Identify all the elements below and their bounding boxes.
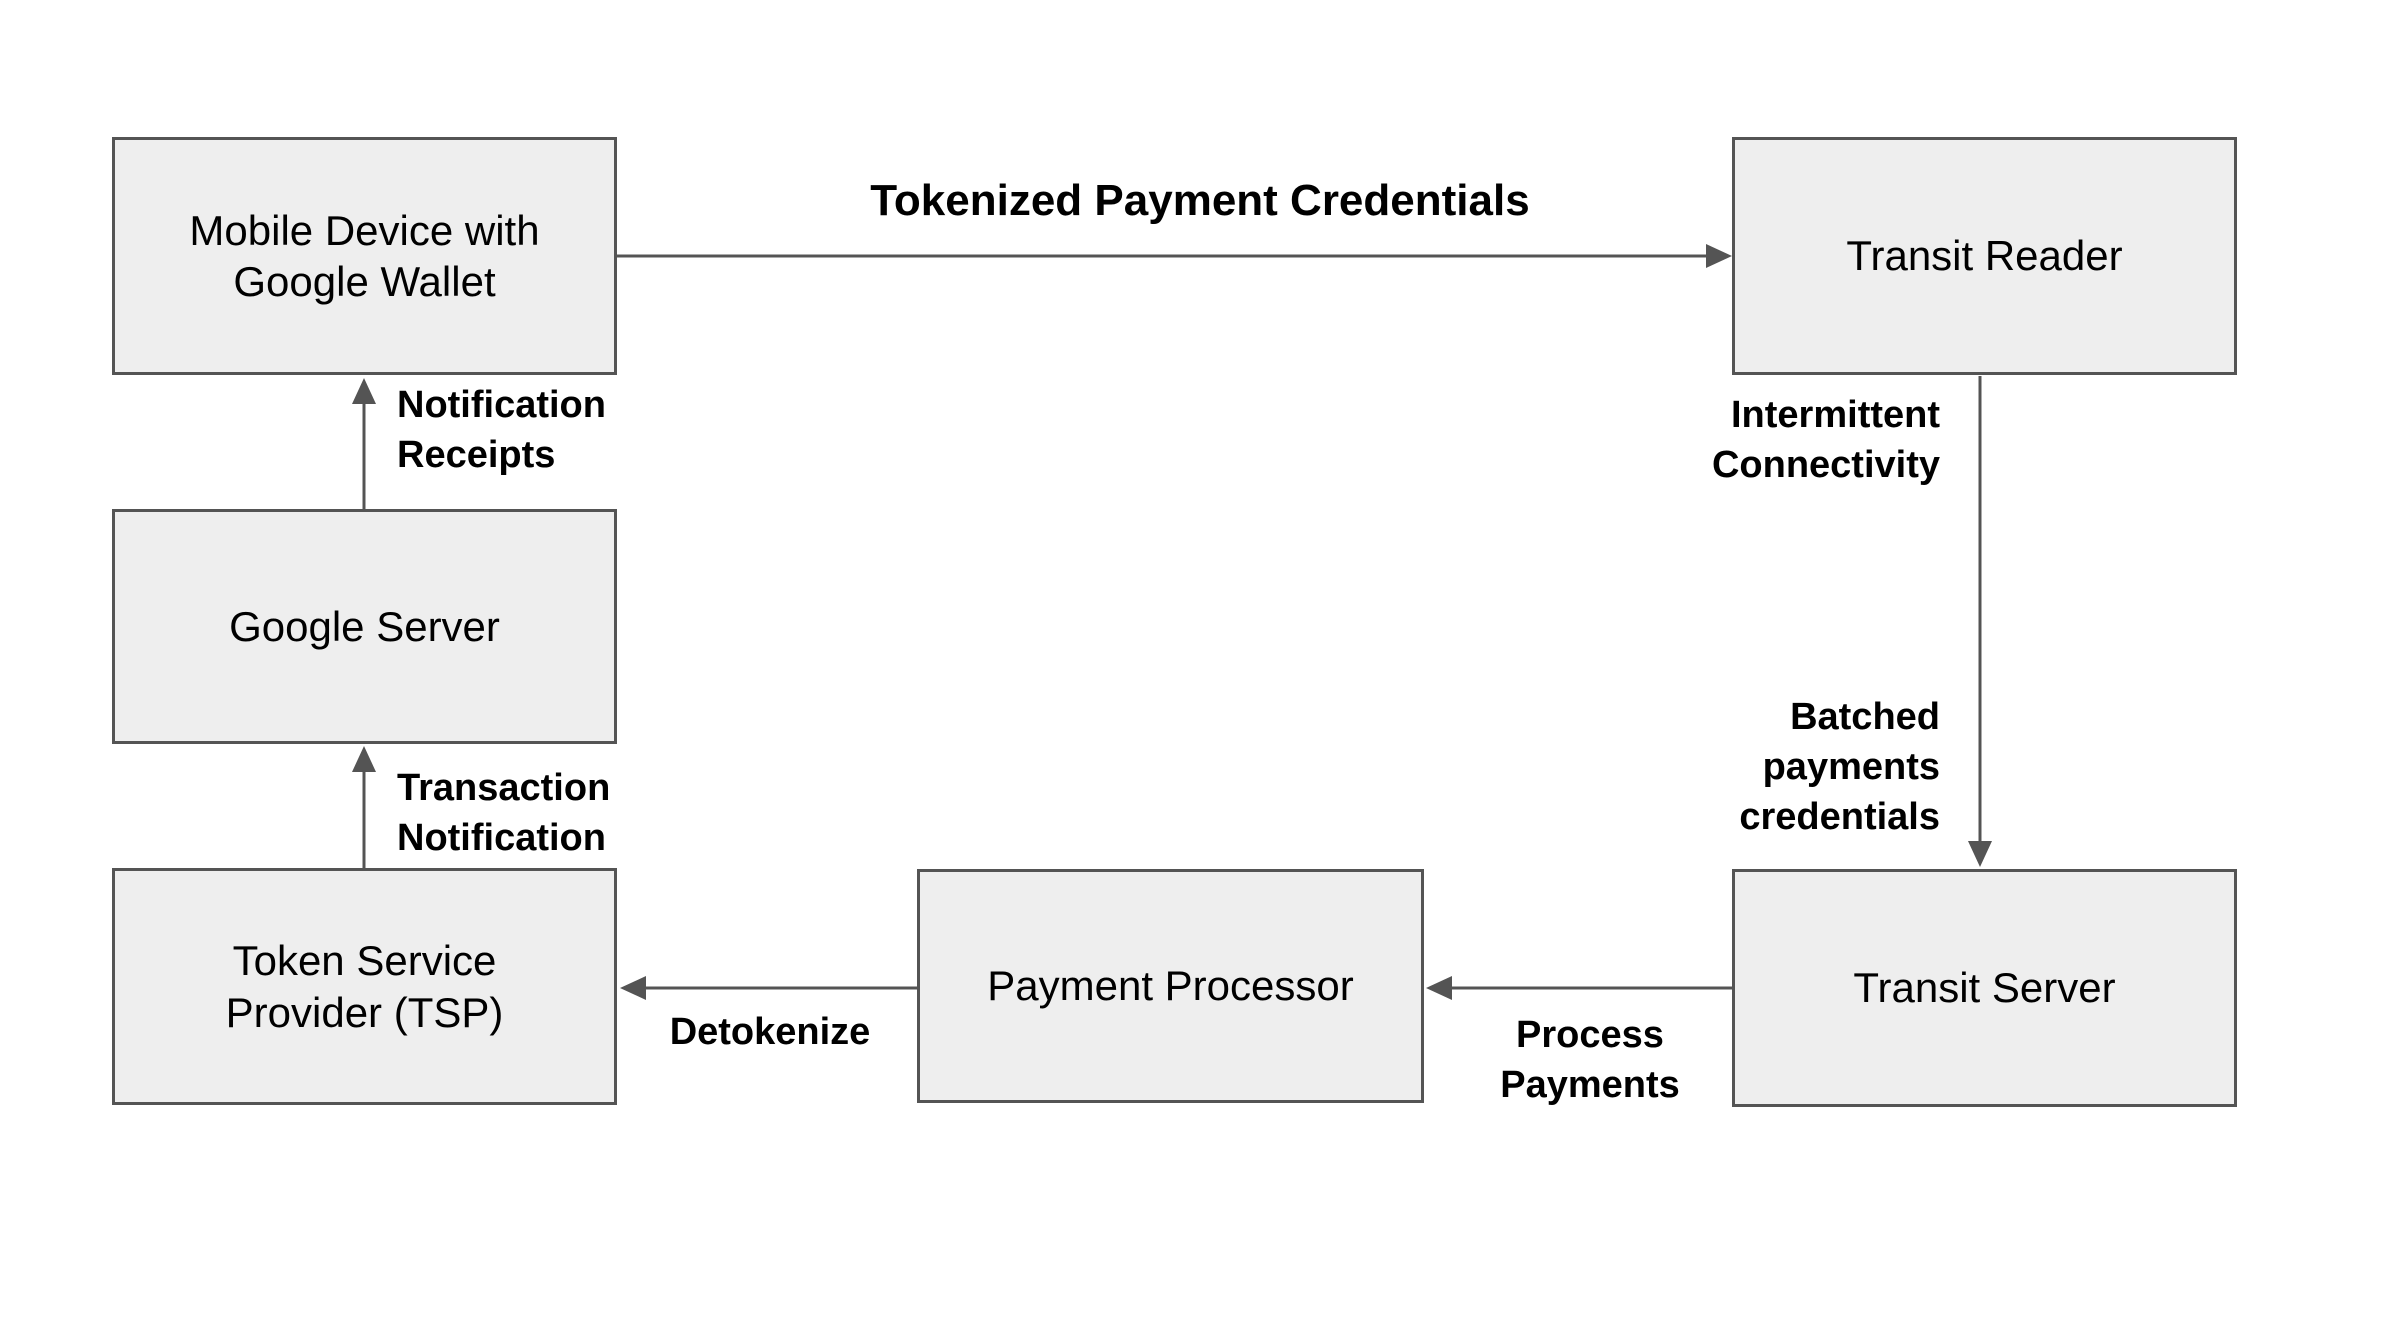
node-google-server-label: Google Server <box>229 602 500 650</box>
edge-label-tokenized-payment-credentials: Tokenized Payment Credentials <box>870 176 1530 225</box>
node-transit-reader-label: Transit Reader <box>1846 232 2123 280</box>
edge-label-process-payments: Process Payments <box>1500 1014 1680 1106</box>
node-mobile-device: Mobile Device with Google Wallet <box>112 137 617 375</box>
arrow-tsp-to-google-server <box>352 746 376 868</box>
edge-label-intermittent-connectivity: Intermittent Connectivity <box>1711 394 1940 486</box>
node-token-service-provider: Token Service Provider (TSP) <box>112 868 617 1105</box>
node-mobile-device-label: Mobile Device with Google Wallet <box>189 206 540 305</box>
node-payment-processor-label: Payment Processor <box>987 962 1354 1010</box>
edge-label-notification-receipts: Notification Receipts <box>397 384 606 476</box>
arrow-reader-to-transit-server <box>1968 376 1992 867</box>
arrow-processor-to-tsp <box>620 976 917 1000</box>
arrow-transit-server-to-processor <box>1426 976 1732 1000</box>
node-transit-reader: Transit Reader <box>1732 137 2237 375</box>
arrow-google-server-to-mobile <box>352 378 376 509</box>
edge-label-transaction-notification: Transaction Notification <box>397 767 611 859</box>
node-transit-server-label: Transit Server <box>1853 964 2116 1012</box>
node-token-service-provider-label: Token Service Provider (TSP) <box>225 937 504 1036</box>
edge-label-detokenize: Detokenize <box>669 1011 871 1053</box>
edge-label-batched-payments-credentials: Batched payments credentials <box>1739 696 1940 838</box>
node-payment-processor: Payment Processor <box>917 869 1424 1103</box>
node-transit-server: Transit Server <box>1732 869 2237 1107</box>
arrow-mobile-to-reader <box>617 244 1732 268</box>
node-google-server: Google Server <box>112 509 617 744</box>
